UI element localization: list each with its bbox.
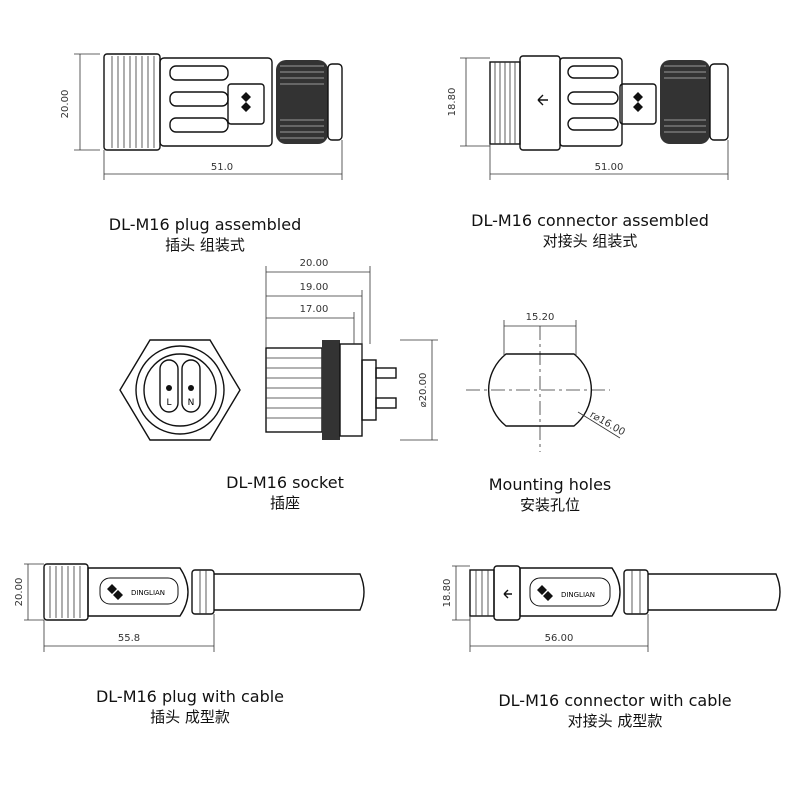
plug-cable-drawing: DINGLIAN: [43, 563, 365, 621]
caption-connector-cable-en: DL-M16 connector with cable: [498, 691, 732, 710]
caption-plug-cable-en: DL-M16 plug with cable: [95, 687, 285, 706]
dim-plug-assembled-height: 20.00: [60, 90, 71, 119]
caption-socket-zh: 插座: [269, 494, 300, 512]
caption-mounting-holes: Mounting holes 安装孔位: [470, 474, 630, 516]
pin-label-n: N: [188, 398, 195, 408]
socket-dimensions: 20.00 19.00 17.00 ⌀20.00: [265, 258, 438, 441]
caption-plug-assembled: DL-M16 plug assembled 插头 组装式: [60, 214, 350, 256]
dim-socket-w1: 20.00: [300, 258, 329, 269]
dim-plug-cable-height: 20.00: [14, 578, 25, 607]
plug-cable-dimensions: 20.00 55.8: [14, 563, 215, 652]
caption-mounting-holes-en: Mounting holes: [488, 475, 612, 494]
caption-connector-cable: DL-M16 connector with cable 对接头 成型款: [470, 690, 760, 732]
caption-socket-en: DL-M16 socket: [226, 473, 344, 492]
caption-mounting-holes-zh: 安装孔位: [519, 496, 580, 514]
dim-connector-cable-length: 56.00: [545, 633, 574, 644]
connector-cable-brand: DINGLIAN: [561, 591, 595, 599]
caption-plug-cable: DL-M16 plug with cable 插头 成型款: [60, 686, 320, 728]
caption-plug-assembled-en: DL-M16 plug assembled: [108, 215, 302, 234]
socket-side-view: [265, 340, 397, 440]
connector-cable-drawing: DINGLIAN: [469, 565, 781, 621]
dim-socket-w2: 19.00: [300, 282, 329, 293]
caption-connector-assembled-en: DL-M16 connector assembled: [471, 211, 709, 230]
dim-socket-w3: 17.00: [300, 304, 329, 315]
caption-plug-assembled-zh: 插头 组装式: [165, 236, 245, 254]
plug-assembled-drawing: [103, 53, 343, 151]
dim-socket-dia: ⌀20.00: [418, 373, 429, 408]
socket-front-view: L N: [119, 339, 241, 441]
plug-cable-brand: DINGLIAN: [131, 589, 165, 597]
dim-plug-cable-length: 55.8: [118, 633, 140, 644]
connector-assembled-drawing: [489, 55, 729, 151]
connector-cable-dimensions: 18.80 56.00: [442, 565, 649, 652]
caption-connector-cable-zh: 对接头 成型款: [567, 712, 663, 730]
mounting-hole-drawing: [466, 326, 610, 452]
caption-socket: DL-M16 socket 插座: [190, 472, 380, 514]
dim-connector-assembled-length: 51.00: [595, 162, 624, 173]
dim-connector-cable-height: 18.80: [442, 579, 453, 608]
dim-plug-assembled-length: 51.0: [211, 162, 233, 173]
dim-hole-radius: r⌀16.00: [588, 409, 627, 438]
caption-connector-assembled-zh: 对接头 组装式: [542, 232, 638, 250]
dim-connector-assembled-height: 18.80: [447, 88, 458, 117]
plug-assembled-dimensions: 20.00 51.0: [60, 53, 343, 180]
dim-hole-width: 15.20: [526, 312, 555, 323]
connector-assembled-dimensions: 18.80 51.00: [447, 57, 729, 180]
caption-connector-assembled: DL-M16 connector assembled 对接头 组装式: [440, 210, 740, 252]
mounting-hole-dimensions: 15.20 r⌀16.00: [503, 312, 627, 439]
pin-label-l: L: [166, 398, 171, 408]
caption-plug-cable-zh: 插头 成型款: [150, 708, 230, 726]
